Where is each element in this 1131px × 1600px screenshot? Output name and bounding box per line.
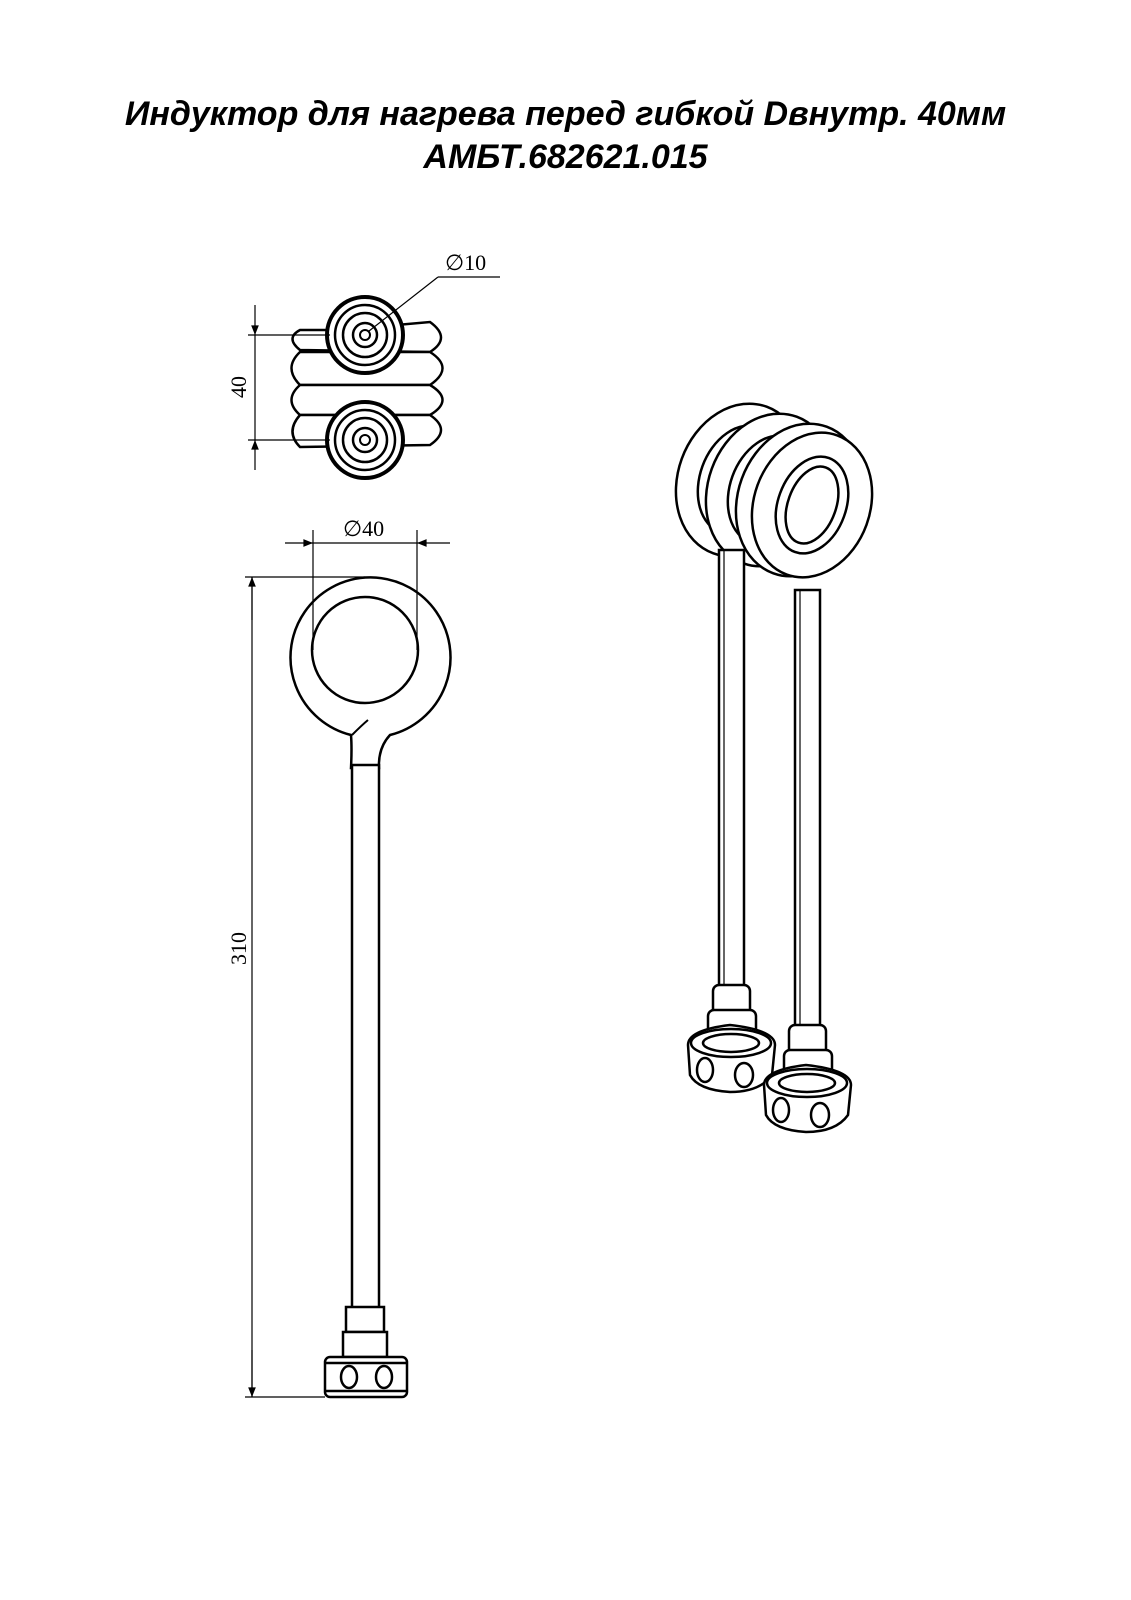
fitting-upper [325, 295, 405, 375]
drawing-title: Индуктор для нагрева перед гибкой Dвнутр… [124, 95, 1007, 133]
iso-coil [674, 402, 874, 579]
inner-diameter-label: ∅40 [343, 516, 384, 541]
diameter-symbol: ∅ [445, 250, 464, 275]
overall-length-label: 310 [226, 932, 251, 965]
drawing-designation: АМБТ.682621.015 [423, 138, 708, 176]
fitting-neck [344, 1305, 386, 1334]
nut-hole-left [339, 1364, 359, 1390]
tube-diameter-label: ∅10 [445, 250, 486, 275]
fitting-collar [341, 1330, 389, 1359]
tube-diameter-value: 10 [464, 250, 486, 275]
top-view [290, 295, 444, 480]
dim-tube-diameter [368, 276, 500, 332]
front-view [289, 576, 452, 1399]
coil-ring [289, 576, 452, 770]
iso-lead-right [793, 588, 822, 1032]
nut-hole-right [374, 1364, 394, 1390]
dim-inner-diameter [285, 530, 450, 650]
coil-inner-opening [310, 595, 420, 705]
iso-lead-left [717, 548, 746, 992]
inner-diameter-value: 40 [362, 516, 384, 541]
fitting-lower [325, 400, 405, 480]
lead-tube [350, 763, 381, 1312]
isometric-view [674, 402, 874, 1134]
coil-height-label: 40 [226, 376, 251, 398]
diameter-symbol: ∅ [343, 516, 362, 541]
dim-coil-height [248, 305, 330, 470]
dim-overall-length [245, 576, 365, 1398]
iso-fitting-left [686, 983, 777, 1094]
iso-fitting-right [762, 1023, 853, 1134]
